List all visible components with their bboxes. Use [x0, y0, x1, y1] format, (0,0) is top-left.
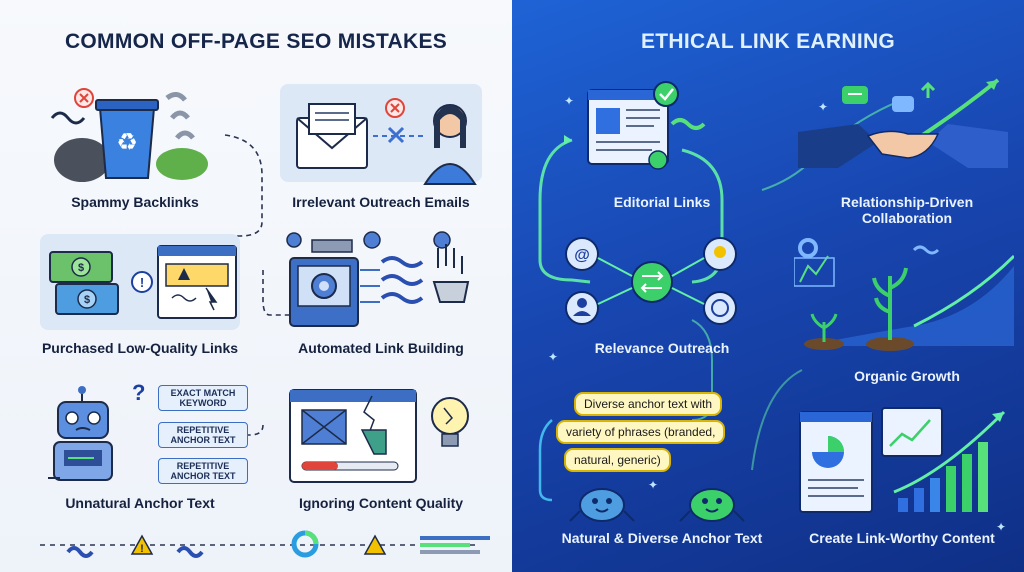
relevance-label: Relevance Outreach — [594, 340, 730, 356]
spammy-backlinks-label: Spammy Backlinks — [71, 194, 199, 210]
link-worthy-content-illustration — [799, 407, 1006, 513]
spammy-backlinks-illustration: ♻ — [50, 88, 208, 182]
bottom-icon-row: ! — [66, 530, 490, 558]
editorial-label: Editorial Links — [613, 194, 711, 210]
organic-growth-label: Organic Growth — [854, 368, 960, 384]
friendly-characters — [569, 488, 745, 522]
sparkle-icon: ✦ — [548, 350, 559, 364]
svg-text:!: ! — [140, 543, 144, 555]
outreach-illustration — [296, 98, 477, 185]
anchor-pill-3: natural, generic) — [564, 448, 671, 472]
mistakes-panel: COMMON OFF-PAGE SEO MISTAKES ♻ Spammy Ba… — [0, 0, 512, 572]
ethical-title: ETHICAL LINK EARNING — [640, 30, 896, 53]
purchased-label: Purchased Low-Quality Links — [41, 340, 239, 356]
relevance-illustration: @ — [565, 237, 737, 325]
svg-text:!: ! — [140, 275, 144, 290]
robot-illustration: ? — [48, 380, 145, 481]
ethical-panel: ETHICAL LINK EARNING Editorial Links Rel… — [512, 0, 1024, 572]
sparkle-icon: ✦ — [996, 520, 1007, 534]
purchased-illustration: $ $ ! — [49, 245, 237, 319]
organic-growth-illustration — [794, 238, 1014, 351]
sparkle-icon: ✦ — [818, 100, 829, 114]
sparkle-icon: ✦ — [564, 94, 575, 108]
content-quality-illustration — [289, 389, 469, 483]
svg-text:?: ? — [132, 380, 145, 405]
natural-anchor-label: Natural & Diverse Anchor Text — [561, 530, 763, 546]
svg-text:$: $ — [78, 262, 84, 274]
anchor-pill-1: Diverse anchor text with — [574, 392, 723, 416]
outreach-label: Irrelevant Outreach Emails — [292, 194, 470, 210]
svg-text:$: $ — [84, 294, 90, 306]
automated-label: Automated Link Building — [298, 340, 464, 356]
handshake-illustration — [798, 78, 1008, 168]
svg-text:♻: ♻ — [116, 128, 138, 156]
automated-illustration — [286, 231, 470, 327]
content-quality-label: Ignoring Content Quality — [298, 495, 464, 511]
link-worthy-content-label: Create Link-Worthy Content — [809, 530, 995, 546]
anchor-label: Unnatural Anchor Text — [65, 495, 215, 511]
mistakes-title: COMMON OFF-PAGE SEO MISTAKES — [64, 30, 448, 53]
svg-text:@: @ — [574, 247, 590, 264]
editorial-illustration — [587, 81, 706, 170]
sparkle-icon: ✦ — [648, 478, 659, 492]
anchor-pill-2: variety of phrases (branded, — [556, 420, 726, 444]
